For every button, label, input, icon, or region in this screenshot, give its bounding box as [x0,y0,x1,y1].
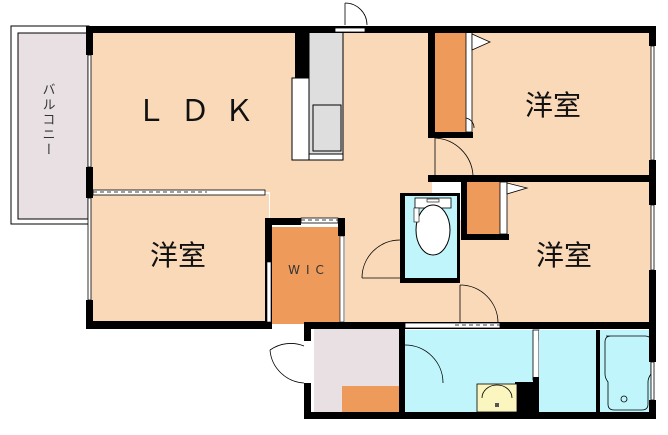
room-label-western-left: 洋室 [149,239,207,272]
balcony [10,25,90,225]
entrance [314,329,446,413]
western-room-top-right [432,31,654,176]
room-label-western-top-right: 洋室 [524,89,582,122]
bathroom [539,330,654,413]
room-label-ldk: ＬＤＫ [136,94,268,129]
windows [87,27,655,401]
room-label-western-mid-right: 洋室 [535,239,593,272]
sliding-doors [92,189,501,329]
room-label-wic: WIC [288,263,330,277]
western-room-left [89,194,269,324]
toilet-room [400,193,460,283]
washroom [405,329,558,413]
ldk-room [89,32,432,220]
swing-doors [269,2,499,384]
walk-in-closet [272,227,340,324]
room-label-balcony: バルコニー [39,82,55,158]
kitchen-counter [291,31,344,161]
